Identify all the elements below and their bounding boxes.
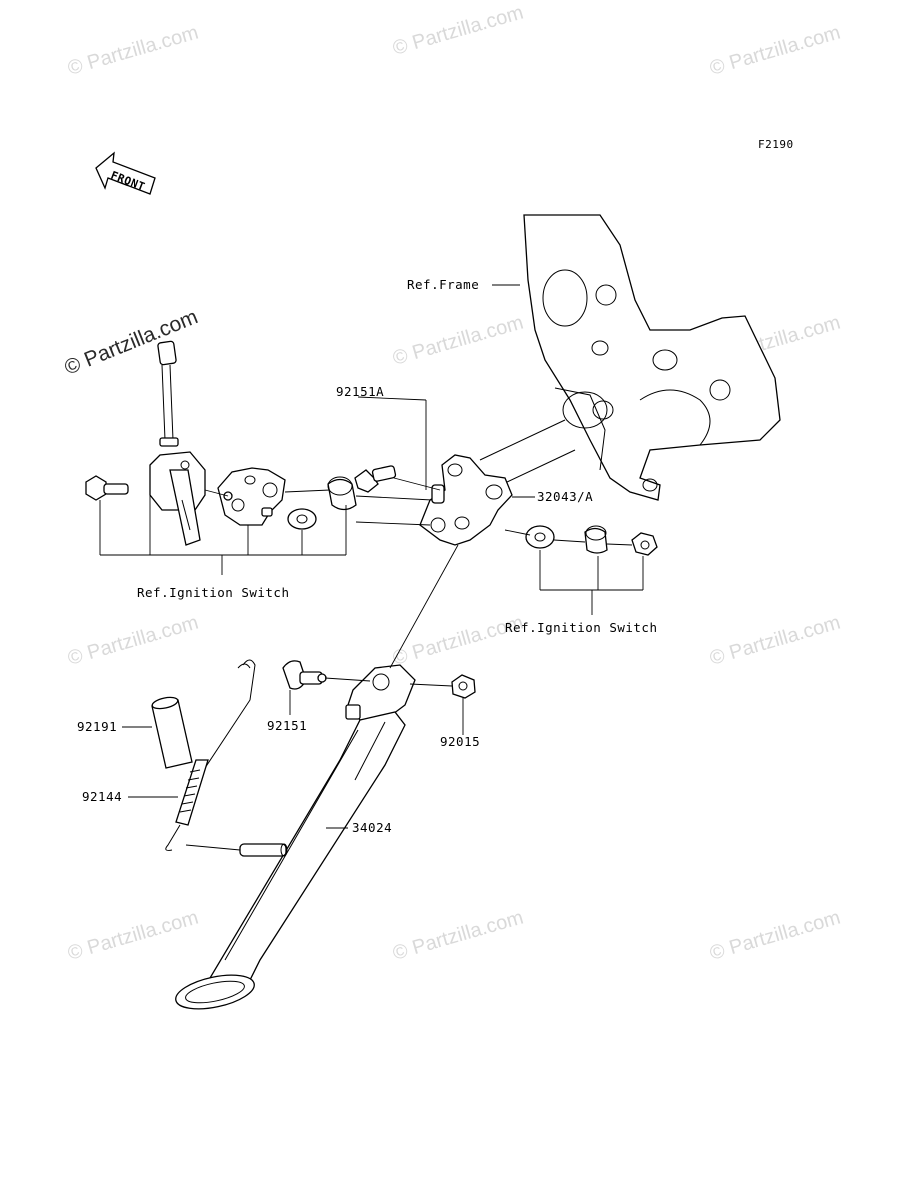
diagram-code: F2190 xyxy=(758,138,794,151)
pivot-bolt-92151 xyxy=(282,660,327,690)
watermark: © Partzilla.com xyxy=(390,2,526,60)
label-92191: 92191 xyxy=(77,719,117,734)
watermark: © Partzilla.com xyxy=(390,907,526,965)
label-34024: 34024 xyxy=(352,820,392,835)
leader-lines xyxy=(99,284,644,851)
bracket-32043a xyxy=(419,454,513,546)
watermark: © Partzilla.com xyxy=(707,22,843,80)
watermark: © Partzilla.com xyxy=(65,907,201,965)
watermark: © Partzilla.com xyxy=(707,612,843,670)
bolt-92151a xyxy=(354,465,397,493)
label-ref-frame: Ref.Frame xyxy=(407,277,479,292)
spring-92144 xyxy=(165,659,256,851)
side-stand-34024 xyxy=(175,664,416,1010)
label-ref-ignition-right: Ref.Ignition Switch xyxy=(505,620,658,635)
ignition-switch-right-parts xyxy=(525,525,658,556)
stand-pin xyxy=(239,843,288,857)
watermark-prominent: © Partzilla.com xyxy=(61,305,201,379)
watermark: © Partzilla.com xyxy=(390,312,526,370)
ignition-switch-left xyxy=(85,340,357,546)
rubber-sleeve-92191 xyxy=(151,696,193,769)
label-92151a: 92151A xyxy=(336,384,384,399)
label-92151: 92151 xyxy=(267,718,307,733)
frame-illustration xyxy=(523,214,781,501)
label-32043a: 32043/A xyxy=(537,489,593,504)
label-92144: 92144 xyxy=(82,789,122,804)
watermark: © Partzilla.com xyxy=(65,22,201,80)
part-labels: Ref.Frame 92151A 32043/A Ref.Ignition Sw… xyxy=(77,277,658,835)
nut-92015 xyxy=(451,674,476,699)
front-arrow-icon: FRONT xyxy=(95,151,156,195)
label-92015: 92015 xyxy=(440,734,480,749)
watermark: © Partzilla.com xyxy=(65,612,201,670)
watermark: © Partzilla.com xyxy=(707,907,843,965)
label-ref-ignition-left: Ref.Ignition Switch xyxy=(137,585,290,600)
